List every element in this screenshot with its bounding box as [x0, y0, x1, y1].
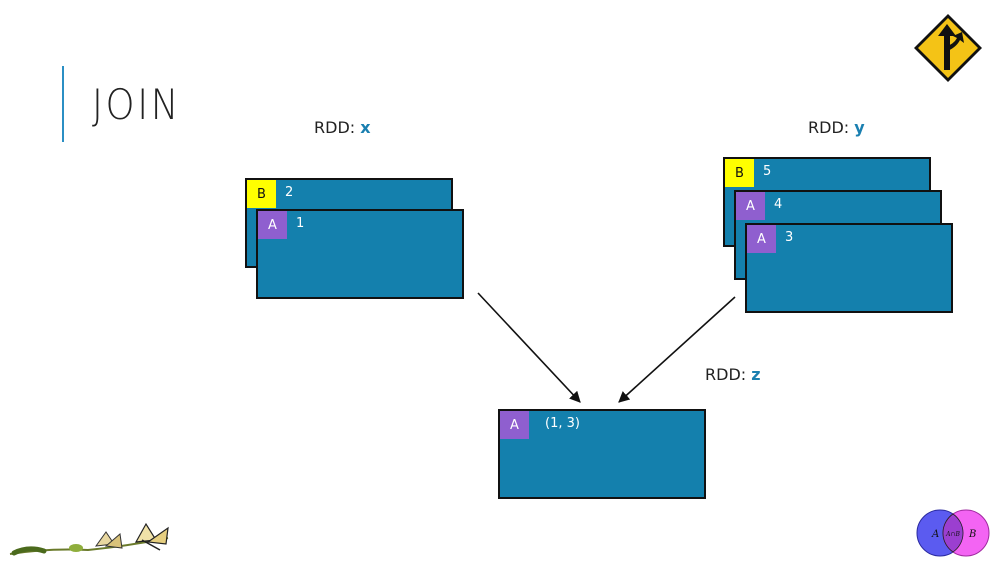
rdd-y-partition-1-key: B [725, 159, 754, 187]
venn-right-label: B [968, 529, 976, 540]
rdd-x-partition-2-value: 1 [296, 216, 305, 231]
rdd-x-partition-1-key: B [247, 180, 276, 208]
rdd-x-partition-2-key: A [258, 211, 287, 239]
merge-road-sign-icon [914, 14, 982, 82]
rdd-y-partition-3-value: 3 [785, 230, 794, 245]
rdd-z-label-var: z [751, 365, 761, 384]
rdd-x-partition-2: A 1 [256, 209, 464, 299]
rdd-y-label-var: y [854, 118, 865, 137]
arrow-y-to-z [618, 296, 736, 403]
rdd-z-label-prefix: RDD: [705, 365, 752, 384]
rdd-y-partition-1-value: 5 [763, 164, 772, 179]
rdd-y-partition-3-key: A [747, 225, 776, 253]
rdd-y-label-prefix: RDD: [808, 118, 855, 137]
venn-diagram-icon: A A∩B B [916, 509, 990, 557]
rdd-y-label: RDD: y [808, 118, 865, 137]
rdd-z-partition-1: A (1, 3) [498, 409, 706, 499]
rdd-y-partition-2-value: 4 [774, 197, 783, 212]
slide-title: JOIN [92, 80, 182, 129]
venn-middle-label: A∩B [945, 531, 960, 538]
rdd-y-partition-2-key: A [736, 192, 765, 220]
rdd-z-partition-1-key: A [500, 411, 529, 439]
arrow-x-to-z [477, 292, 581, 403]
title-accent-bar [62, 66, 64, 142]
rdd-x-label-prefix: RDD: [314, 118, 361, 137]
venn-left-label: A [931, 529, 939, 540]
rdd-x-label: RDD: x [314, 118, 371, 137]
rdd-z-partition-1-value: (1, 3) [545, 416, 580, 431]
butterfly-metamorphosis-icon [9, 522, 169, 556]
rdd-x-label-var: x [360, 118, 371, 137]
rdd-z-label: RDD: z [705, 365, 761, 384]
rdd-x-partition-1-value: 2 [285, 185, 294, 200]
rdd-y-partition-3: A 3 [745, 223, 953, 313]
